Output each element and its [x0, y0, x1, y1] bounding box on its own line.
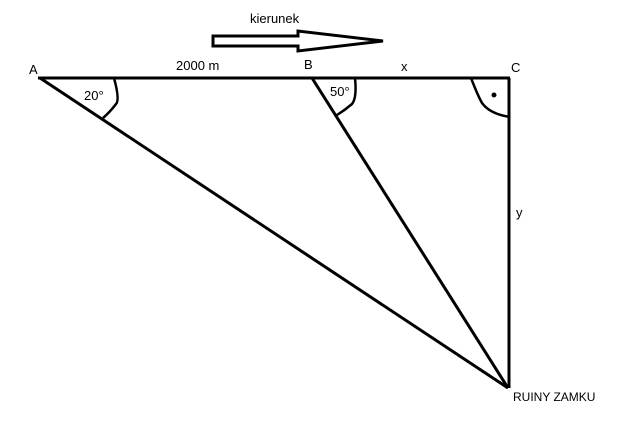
point-c-label: C [511, 60, 521, 75]
direction-label: kierunek [250, 11, 300, 26]
point-d-label: RUINY ZAMKU [513, 390, 596, 404]
segment-cd-label: y [516, 205, 523, 220]
segment-bd [310, 77, 510, 389]
right-angle-dot [491, 92, 497, 98]
segment-ad [39, 76, 509, 390]
angle-arc-b [336, 77, 357, 117]
angle-a-label: 20° [84, 88, 104, 103]
direction-arrow [211, 29, 384, 53]
segment-bc-label: x [401, 59, 408, 74]
point-a-label: A [29, 62, 38, 77]
right-angle-arc-c [469, 77, 511, 119]
angle-arc-a [102, 77, 119, 119]
angle-b-label: 50° [330, 84, 350, 99]
point-b-label: B [304, 57, 313, 72]
segment-ab-label: 2000 m [176, 58, 220, 73]
